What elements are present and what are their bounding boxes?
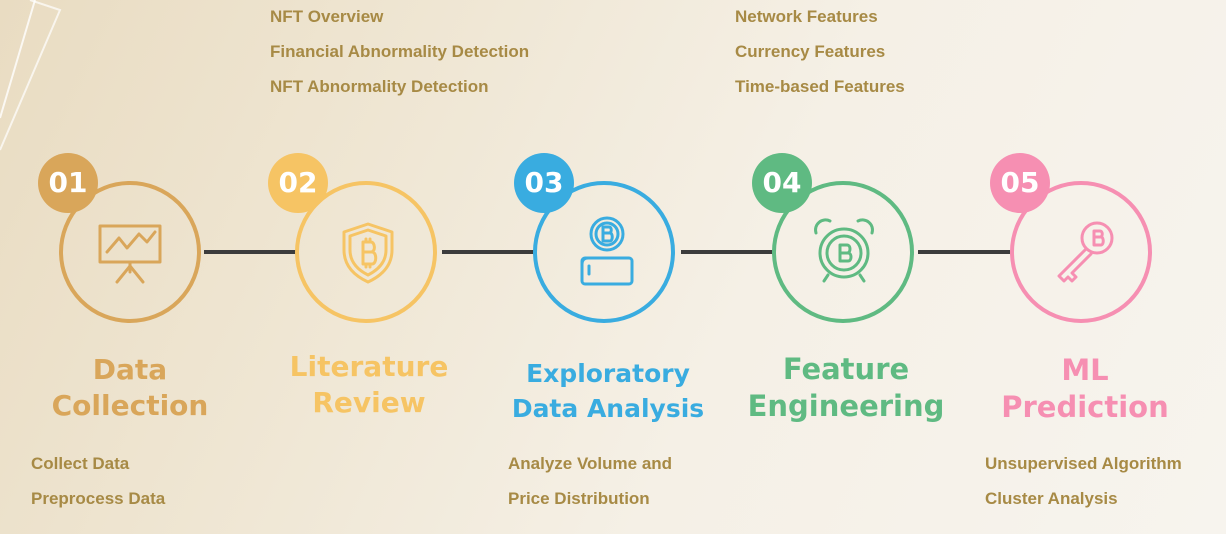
step-title-line: Engineering	[747, 389, 945, 424]
bullet-item: Cluster Analysis	[985, 489, 1118, 508]
bullet-item: Unsupervised Algorithm	[985, 454, 1182, 473]
bullet-item: Time-based Features	[735, 77, 905, 96]
step-title: Exploratory Data Analysis	[497, 356, 719, 426]
presentation-chart-icon	[98, 224, 162, 284]
step-title: Literature Review	[259, 349, 479, 421]
bullet-item: NFT Abnormality Detection	[270, 77, 489, 96]
step-title: Feature Engineering	[736, 351, 956, 425]
bullet-item: NFT Overview	[270, 7, 384, 26]
step-title-line: Collection	[51, 388, 209, 422]
bitcoin-key-icon	[1057, 221, 1114, 283]
step-title-line: Prediction	[1001, 390, 1169, 425]
step-ring	[1010, 181, 1152, 323]
step-badge: 05	[990, 153, 1050, 213]
bullet-item: Price Distribution	[508, 489, 650, 508]
bullet-item: Analyze Volume and	[508, 454, 673, 473]
connector-line	[442, 250, 534, 254]
step-badge: 03	[514, 153, 574, 213]
bitcoin-wallet-icon	[580, 216, 634, 286]
step-ring	[533, 181, 675, 323]
step-title-line: ML	[1061, 353, 1109, 387]
step-badge: 01	[38, 153, 98, 213]
bitcoin-alarm-clock-icon	[814, 218, 874, 283]
step-badge: 04	[752, 153, 812, 213]
step-ring	[772, 181, 914, 323]
step-title-line: Data	[92, 353, 168, 386]
step-title-line: Review	[312, 385, 426, 419]
step-ring	[295, 181, 437, 323]
step-title: ML Prediction	[975, 352, 1195, 426]
step-title-line: Exploratory	[526, 359, 690, 388]
step-title: Data Collection	[20, 352, 240, 424]
bitcoin-shield-icon	[342, 222, 394, 284]
bullet-item: Preprocess Data	[31, 489, 166, 508]
bullet-item: Currency Features	[735, 42, 886, 61]
connector-line	[918, 250, 1010, 254]
step-title-line: Literature	[289, 350, 449, 383]
connector-line	[204, 250, 296, 254]
bullet-item: Collect Data	[31, 454, 130, 473]
bullet-item: Financial Abnormality Detection	[270, 42, 530, 61]
step-title-line: Feature	[782, 352, 910, 386]
bullet-item: Network Features	[735, 7, 878, 26]
connector-line	[681, 250, 774, 254]
step-ring	[59, 181, 201, 323]
step-badge: 02	[268, 153, 328, 213]
step-title-line: Data Analysis	[511, 394, 705, 423]
